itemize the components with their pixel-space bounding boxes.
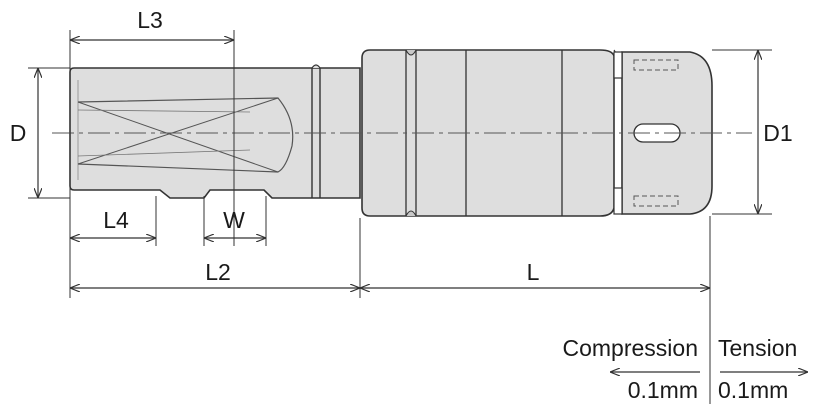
label-d1: D1 — [763, 120, 792, 146]
label-l: L — [527, 259, 540, 285]
label-l4: L4 — [103, 207, 129, 233]
label-d: D — [10, 120, 27, 146]
label-tension: Tension — [718, 335, 797, 361]
label-l3: L3 — [137, 7, 163, 33]
shank-body — [69, 64, 361, 199]
label-tension-value: 0.1mm — [718, 377, 788, 403]
label-l2: L2 — [205, 259, 231, 285]
extension-lines — [28, 30, 772, 404]
label-compression: Compression — [563, 335, 699, 361]
label-compression-value: 0.1mm — [628, 377, 698, 403]
label-w: W — [223, 207, 245, 233]
